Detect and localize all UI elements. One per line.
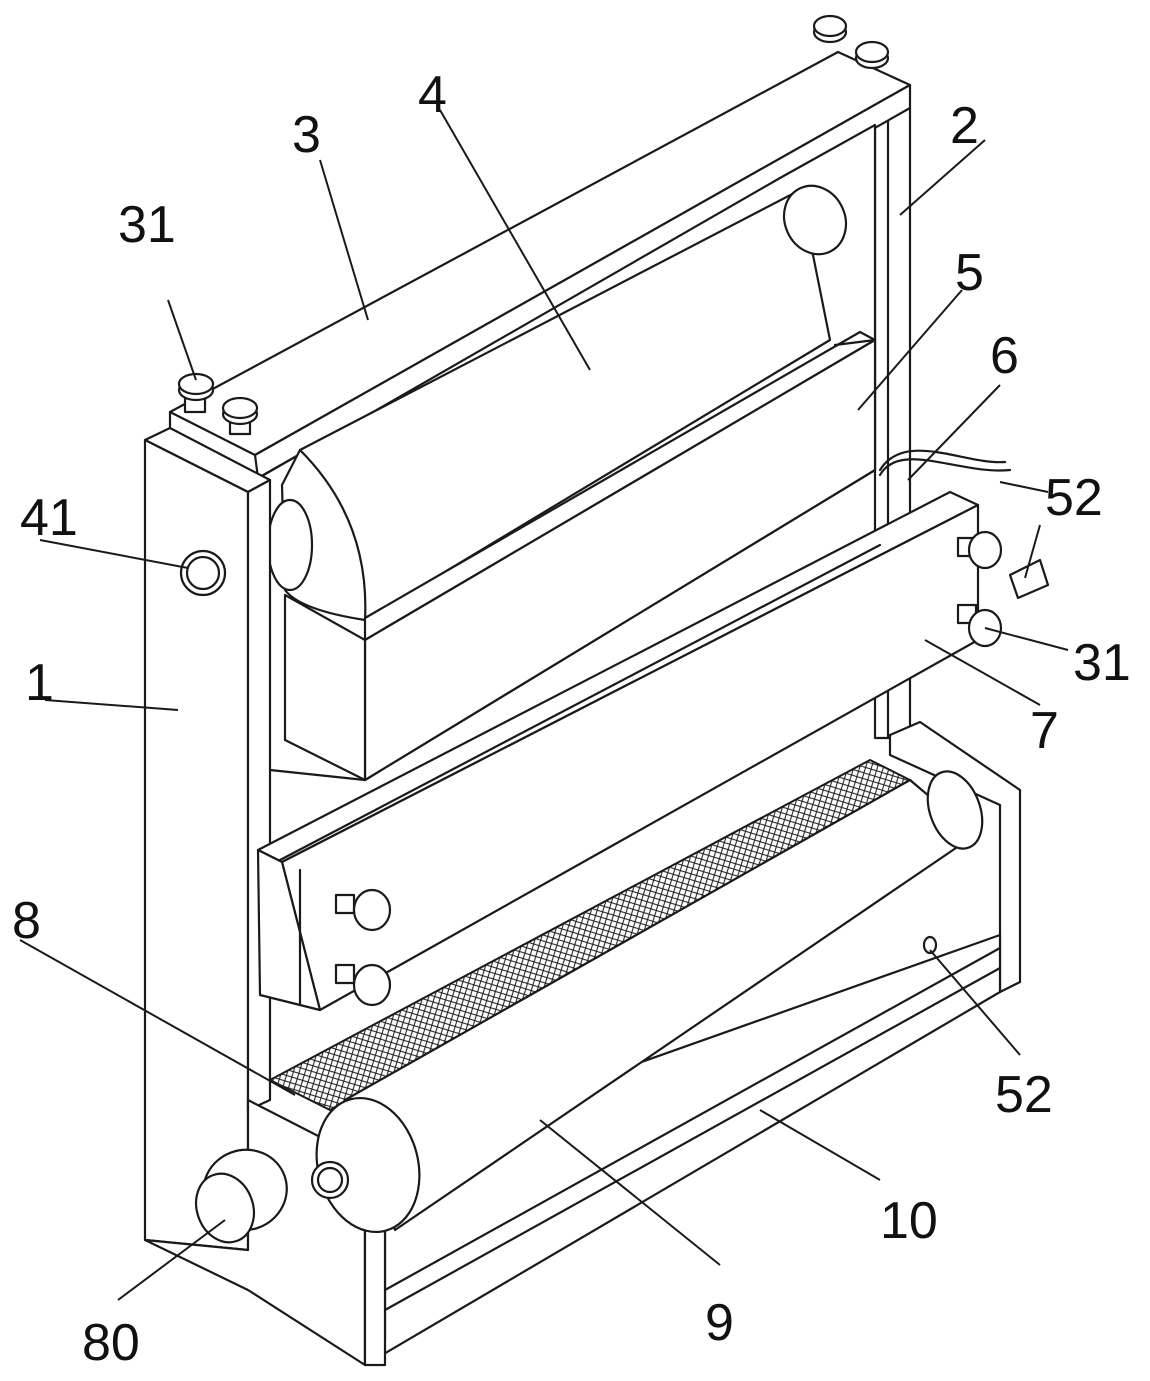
reference-labels: 1 2 3 4 5 6 7 8 9 10 31 31 41 52 52 80 (12, 66, 1131, 1372)
label-52-lower: 52 (995, 1066, 1053, 1124)
bearing-hole (179, 549, 227, 597)
label-31-top: 31 (118, 196, 176, 254)
bar-knobs (334, 530, 1003, 1007)
top-bar (168, 50, 912, 480)
label-9: 9 (705, 1294, 734, 1352)
label-6: 6 (990, 327, 1019, 385)
label-52-upper: 52 (1045, 469, 1103, 527)
label-3: 3 (292, 106, 321, 164)
label-4: 4 (418, 66, 447, 124)
label-80: 80 (82, 1314, 140, 1372)
lower-bearing-hole (310, 1160, 350, 1200)
label-2: 2 (950, 97, 979, 155)
label-41: 41 (20, 489, 78, 547)
knob-bar-left-1 (334, 888, 392, 932)
label-10: 10 (880, 1192, 938, 1250)
lower-nozzle-hole (922, 935, 938, 955)
leader-lines (19, 109, 1069, 1301)
label-5: 5 (955, 244, 984, 302)
cable (878, 449, 1012, 477)
label-31-right: 31 (1073, 634, 1131, 692)
knob-bar-left-2 (334, 963, 392, 1007)
knob-top-right-1 (812, 14, 848, 44)
bottom-base (143, 933, 1002, 1367)
lower-roller (315, 770, 984, 1234)
label-7: 7 (1030, 702, 1059, 760)
knob-bar-right-2 (956, 603, 1003, 648)
motor (194, 1148, 288, 1244)
knob-bar-right-1 (956, 530, 1003, 570)
upper-nozzle (1008, 558, 1050, 600)
pressing-bar (256, 490, 980, 1012)
bottom-right-bracket (888, 720, 1022, 994)
housing-box (283, 330, 877, 782)
label-1: 1 (25, 654, 54, 712)
knob-top-right-2 (854, 40, 890, 70)
label-8: 8 (12, 892, 41, 950)
top-knobs (177, 14, 890, 436)
left-side-plate (143, 426, 272, 1252)
knob-top-left-2 (221, 396, 259, 436)
